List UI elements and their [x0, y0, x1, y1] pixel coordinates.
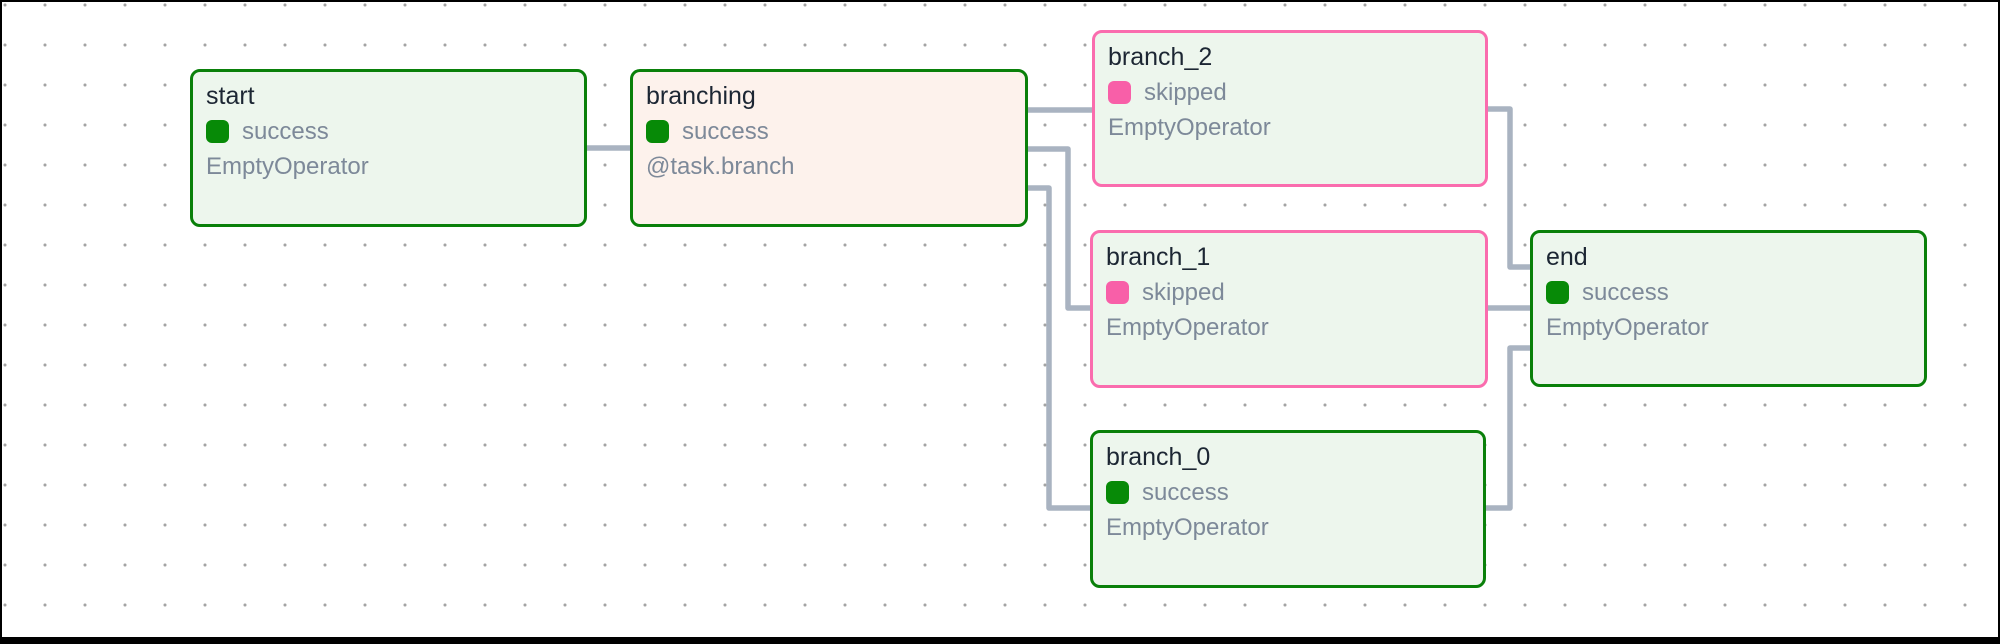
edge-branch_0-end: [1481, 345, 1535, 511]
status-label: success: [242, 117, 329, 145]
task-operator: @task.branch: [646, 153, 795, 180]
status-label: success: [1142, 478, 1229, 506]
status-success-icon: [1546, 281, 1569, 304]
status-label: success: [682, 117, 769, 145]
task-operator: EmptyOperator: [206, 153, 369, 180]
task-operator: EmptyOperator: [1106, 314, 1269, 341]
status-success-icon: [206, 120, 229, 143]
task-status-row: success: [646, 114, 1012, 149]
edge-branching-branch_0: [1023, 185, 1095, 511]
status-skipped-icon: [1108, 81, 1131, 104]
task-operator: EmptyOperator: [1106, 514, 1269, 541]
task-title: branch_0: [1106, 443, 1211, 471]
task-title: start: [206, 82, 255, 110]
task-status-row: success: [1546, 275, 1911, 310]
task-status-row: success: [206, 114, 571, 149]
task-title: branch_2: [1108, 43, 1213, 71]
status-success-icon: [646, 120, 669, 143]
task-title: end: [1546, 243, 1588, 271]
status-label: skipped: [1142, 278, 1225, 306]
task-title: branch_1: [1106, 243, 1211, 271]
task-node-branch_0[interactable]: branch_0 success EmptyOperator: [1090, 430, 1486, 588]
task-operator: EmptyOperator: [1108, 114, 1271, 141]
edge-branching-branch_1: [1023, 146, 1095, 311]
status-skipped-icon: [1106, 281, 1129, 304]
task-node-end[interactable]: end success EmptyOperator: [1530, 230, 1927, 387]
task-node-branch_1[interactable]: branch_1 skipped EmptyOperator: [1090, 230, 1488, 388]
task-node-branching[interactable]: branching success @task.branch: [630, 69, 1028, 227]
status-label: success: [1582, 278, 1669, 306]
task-status-row: skipped: [1108, 75, 1472, 110]
task-node-start[interactable]: start success EmptyOperator: [190, 69, 587, 227]
status-success-icon: [1106, 481, 1129, 504]
task-operator: EmptyOperator: [1546, 314, 1709, 341]
task-title: branching: [646, 82, 756, 110]
task-status-row: success: [1106, 475, 1470, 510]
edge-branch_2-end: [1483, 106, 1535, 270]
task-status-row: skipped: [1106, 275, 1472, 310]
task-node-branch_2[interactable]: branch_2 skipped EmptyOperator: [1092, 30, 1488, 187]
status-label: skipped: [1144, 78, 1227, 106]
